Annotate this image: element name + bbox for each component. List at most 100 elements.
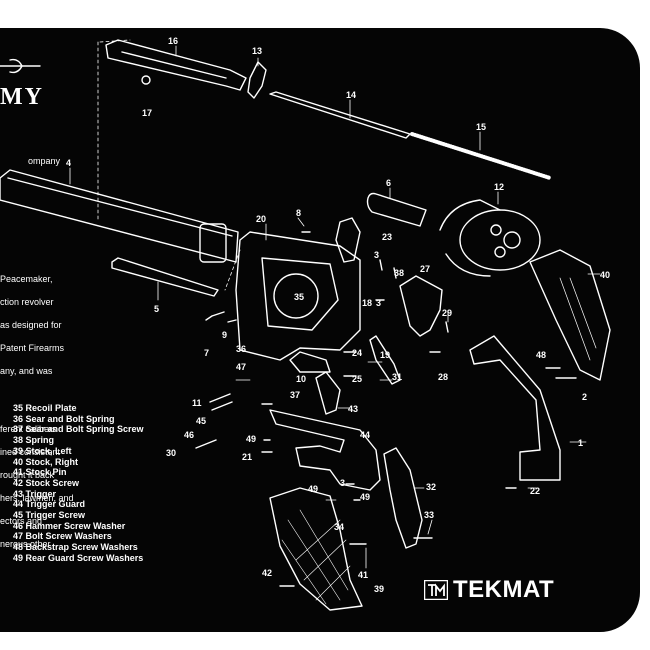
svg-text:12: 12	[494, 182, 504, 192]
svg-text:41: 41	[358, 570, 368, 580]
part-4	[0, 169, 239, 263]
svg-text:18: 18	[362, 298, 372, 308]
guide-lines	[97, 39, 241, 291]
legend-item: 47 Bolt Screw Washers	[13, 531, 112, 542]
svg-text:4: 4	[66, 158, 71, 168]
part-13	[247, 61, 267, 99]
legend-item: 48 Backstrap Screw Washers	[13, 542, 138, 553]
part-20	[235, 231, 361, 361]
brand: TEKMAT	[424, 576, 554, 604]
intro-line: Peacemaker,	[0, 274, 53, 284]
svg-text:32: 32	[426, 482, 436, 492]
intro-line: ction revolver	[0, 297, 54, 307]
svg-text:1: 1	[578, 438, 583, 448]
part-6	[366, 192, 427, 227]
svg-text:9: 9	[222, 330, 227, 340]
svg-text:45: 45	[196, 416, 206, 426]
part-12	[459, 209, 541, 271]
part-44	[269, 409, 381, 491]
leader-lines	[69, 45, 601, 569]
svg-text:23: 23	[382, 232, 392, 242]
part-14	[269, 91, 411, 139]
title-fragment: MY	[0, 84, 44, 110]
svg-text:20: 20	[256, 214, 266, 224]
svg-text:16: 16	[168, 36, 178, 46]
svg-text:24: 24	[352, 348, 362, 358]
svg-text:5: 5	[154, 304, 159, 314]
intro-line: Patent Firearms	[0, 343, 65, 353]
svg-text:31: 31	[392, 372, 402, 382]
svg-text:17: 17	[142, 108, 152, 118]
svg-text:10: 10	[296, 374, 306, 384]
intro-para-a: ompany	[28, 155, 61, 166]
svg-text:36: 36	[236, 344, 246, 354]
part-39	[269, 487, 363, 611]
svg-text:22: 22	[530, 486, 540, 496]
svg-text:13: 13	[252, 46, 262, 56]
legend-item: 35 Recoil Plate	[13, 403, 77, 413]
part-23	[335, 217, 361, 263]
part-27	[399, 275, 443, 337]
svg-text:48: 48	[536, 350, 546, 360]
svg-text:39: 39	[374, 584, 384, 594]
part-36	[289, 351, 331, 373]
intro-text: ompany Peacemaker, ction revolver as des…	[0, 144, 74, 574]
legend-item: 46 Hammer Screw Washer	[13, 520, 126, 531]
svg-text:44: 44	[360, 430, 370, 440]
svg-text:49: 49	[308, 484, 318, 494]
svg-text:11: 11	[192, 398, 202, 408]
legend-item: 40 Stock, Right	[13, 456, 79, 467]
brand-name: TEKMAT	[453, 576, 555, 603]
svg-text:15: 15	[476, 122, 486, 132]
part-16	[105, 39, 247, 91]
legend-item: 42 Stock Screw	[13, 477, 80, 488]
legend-item: 45 Trigger Screw	[13, 510, 86, 521]
legend-item: 39 Stock, Left	[13, 445, 72, 456]
legend-item: 43 Trigger	[13, 488, 57, 499]
svg-text:49: 49	[246, 434, 256, 444]
svg-text:2: 2	[582, 392, 587, 402]
intro-line: ectors and	[0, 516, 43, 526]
part-5	[111, 257, 219, 297]
part-15	[410, 132, 552, 180]
parts-legend: 35 Recoil Plate 36 Sear and Bolt Spring …	[13, 403, 144, 564]
part-1	[469, 335, 561, 481]
intro-line: any, and was	[0, 366, 53, 376]
intro-line: nerous other	[0, 539, 51, 549]
svg-text:40: 40	[600, 270, 610, 280]
part-31	[369, 335, 401, 385]
svg-text:7: 7	[204, 348, 209, 358]
intro-line: as designed for	[0, 320, 62, 330]
svg-text:46: 46	[184, 430, 194, 440]
svg-text:49: 49	[360, 492, 370, 502]
tekmat-logo-icon	[424, 580, 448, 600]
part-43	[315, 371, 341, 415]
svg-text:33: 33	[424, 510, 434, 520]
legend-item: 44 Trigger Guard	[13, 499, 86, 510]
legend-item: 37 Sear and Bolt Spring Screw	[13, 424, 144, 435]
svg-text:30: 30	[166, 448, 176, 458]
svg-text:14: 14	[346, 90, 356, 100]
legend-item: 49 Rear Guard Screw Washers	[13, 552, 144, 563]
svg-text:47: 47	[236, 362, 246, 372]
intro-line: hers, lawmen, and	[0, 493, 74, 503]
part-40	[529, 249, 611, 381]
svg-text:3: 3	[376, 298, 381, 308]
legend-item: 38 Spring	[13, 435, 55, 446]
intro-line: ined consistent	[0, 447, 61, 457]
svg-text:27: 27	[420, 264, 430, 274]
emblem	[0, 58, 41, 74]
intro-line: rought it back	[0, 470, 55, 480]
screws	[195, 231, 577, 587]
svg-text:8: 8	[296, 208, 301, 218]
svg-text:29: 29	[442, 308, 452, 318]
gun-mat: 16 17 13 14 15 4 6 12 8 20 23 3 38 27 35…	[0, 28, 640, 632]
svg-text:3: 3	[340, 478, 345, 488]
svg-text:34: 34	[334, 522, 344, 532]
intro-line: ferent calibers	[0, 424, 57, 434]
svg-text:28: 28	[438, 372, 448, 382]
svg-text:43: 43	[348, 404, 358, 414]
legend-item: 41 Stock Pin	[13, 467, 67, 478]
svg-text:19: 19	[380, 350, 390, 360]
exploded-diagram: 16 17 13 14 15 4 6 12 8 20 23 3 38 27 35…	[0, 36, 611, 611]
